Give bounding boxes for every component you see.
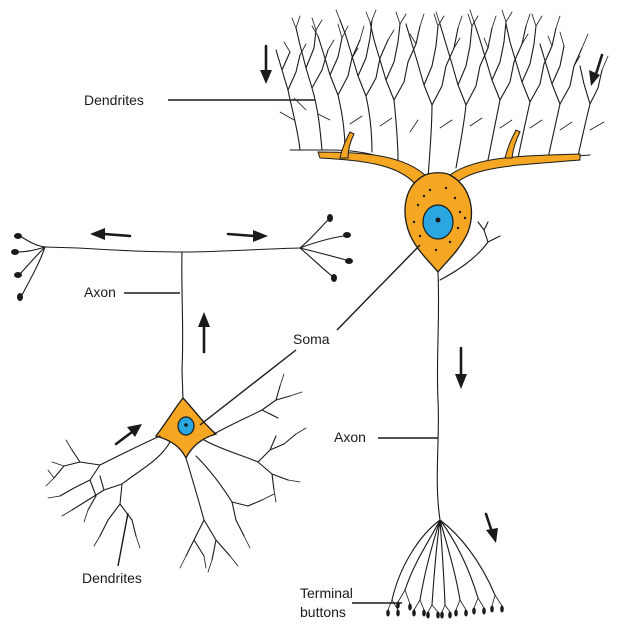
small-neuron-arrow-axon-up	[198, 312, 210, 352]
label-dendrites-bottom-text: Dendrites	[82, 570, 142, 586]
small-neuron-axon-branch	[45, 247, 300, 252]
label-axon-left: Axon	[84, 284, 180, 300]
small-neuron	[11, 214, 353, 572]
small-neuron-dendrites	[46, 374, 306, 572]
label-axon-right-text: Axon	[334, 429, 366, 445]
large-neuron-arrow-dendrites-right	[589, 55, 602, 86]
large-neuron	[260, 10, 608, 619]
label-axon-right: Axon	[334, 429, 438, 445]
large-neuron-nucleolus	[436, 218, 441, 223]
leader-soma-small	[200, 350, 296, 425]
small-neuron-arrow-dendrite	[116, 424, 142, 444]
label-terminal-text-line2: buttons	[300, 604, 346, 620]
leader-dendrites-bottom	[118, 513, 128, 566]
small-neuron-arrow-right	[228, 230, 268, 242]
leader-soma-large	[337, 245, 420, 330]
large-neuron-arrow-dendrites-left	[260, 46, 272, 84]
small-neuron-arrow-left	[90, 228, 130, 240]
large-neuron-arrow-terminal	[486, 514, 498, 543]
label-dendrites-top: Dendrites	[84, 92, 315, 108]
label-axon-left-text: Axon	[84, 284, 116, 300]
label-dendrites-top-text: Dendrites	[84, 92, 144, 108]
small-neuron-axon	[182, 252, 183, 400]
large-neuron-dendritic-tree	[276, 10, 608, 184]
large-neuron-arrow-axon	[455, 348, 467, 389]
label-soma-text: Soma	[293, 331, 330, 347]
large-neuron-terminal-arbor	[386, 520, 504, 619]
label-terminal-text-line1: Terminal	[300, 585, 353, 601]
label-soma: Soma	[200, 245, 420, 425]
large-neuron-axon	[437, 272, 440, 520]
